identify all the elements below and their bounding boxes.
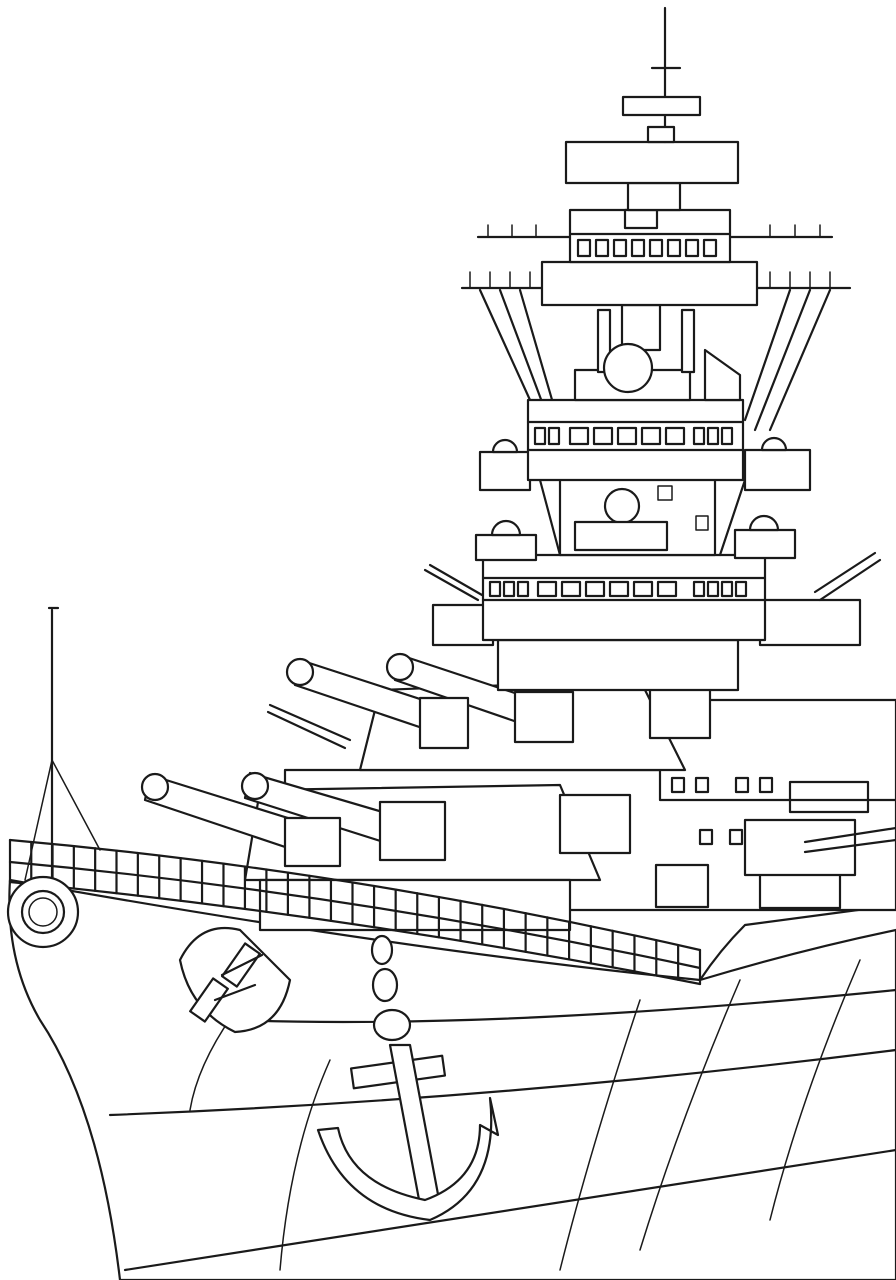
fire-control-tower	[478, 288, 832, 557]
hawse-pipe	[178, 926, 292, 1034]
bridge	[423, 514, 882, 692]
anchor	[316, 934, 500, 1222]
upper-platform	[460, 208, 852, 307]
flagpole	[24, 606, 101, 882]
railing	[8, 838, 702, 986]
gun-turret-1	[140, 771, 632, 932]
radar-and-mast	[564, 6, 740, 212]
life-ring	[6, 875, 80, 949]
